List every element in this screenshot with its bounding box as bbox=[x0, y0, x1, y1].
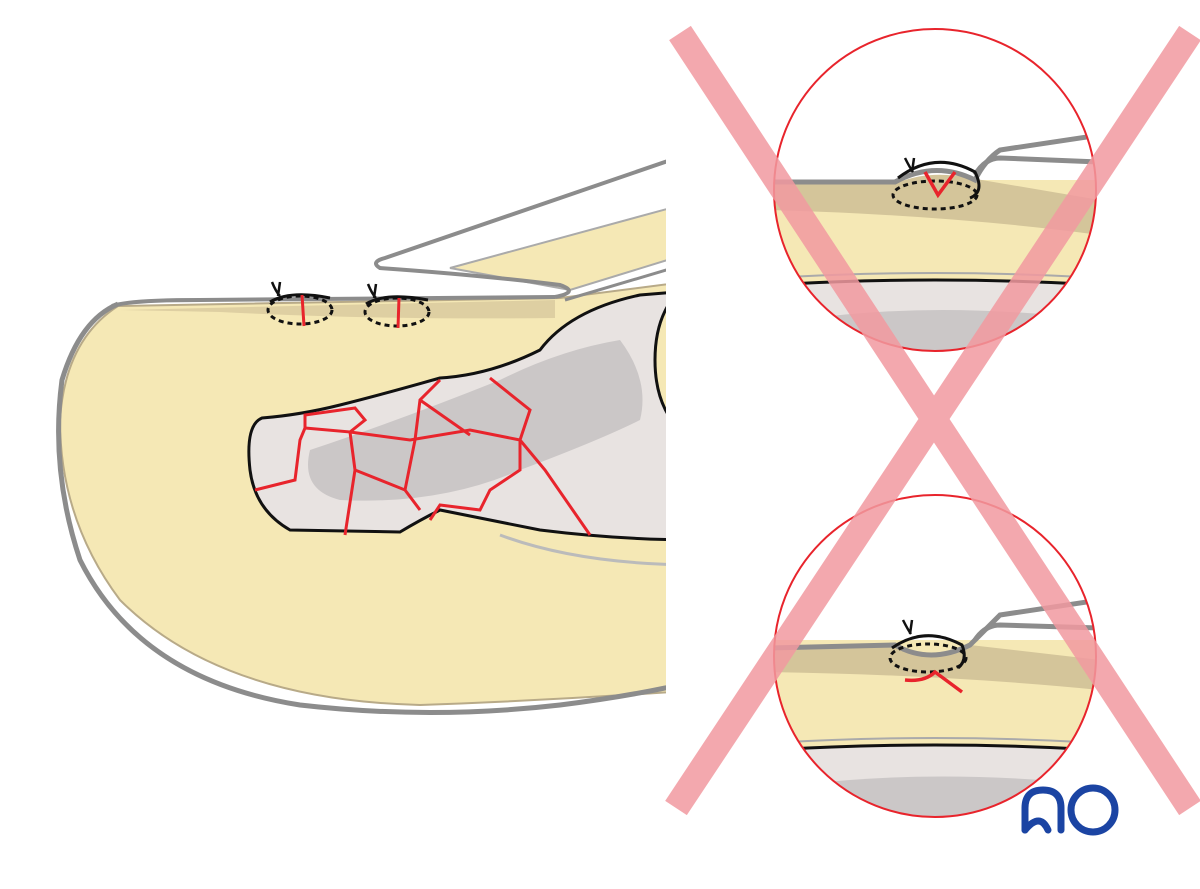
sutures bbox=[266, 281, 431, 329]
bone-shadow bbox=[308, 340, 643, 501]
nail-fold bbox=[374, 159, 666, 299]
fracture-lines bbox=[254, 376, 592, 536]
dorsal-shadow bbox=[120, 300, 555, 319]
detail-circle-bottom bbox=[773, 494, 1097, 818]
skin-outline bbox=[56, 301, 666, 715]
ao-logo bbox=[1021, 784, 1119, 836]
incorrect-technique-x-icon bbox=[665, 25, 1200, 816]
tendon bbox=[499, 533, 666, 566]
detail-circle-top bbox=[773, 28, 1097, 352]
dorsal-skin bbox=[111, 295, 556, 308]
joint-surface bbox=[653, 305, 666, 415]
main-fingertip-view bbox=[56, 159, 666, 715]
nail-bed-line bbox=[564, 268, 666, 302]
